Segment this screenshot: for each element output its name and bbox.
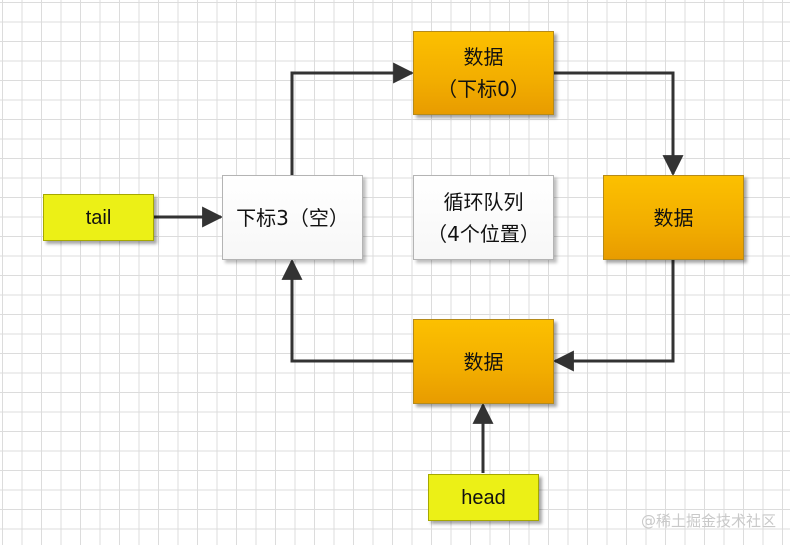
index3-empty-node: 下标3（空）: [222, 175, 363, 260]
head-pointer-label: head: [461, 486, 506, 509]
arrow-data-bottom-to-index3: [281, 258, 413, 363]
data-node-bottom-label: 数据: [463, 349, 504, 374]
data-node-top: 数据 （下标0）: [413, 31, 554, 115]
tail-pointer-label: tail: [85, 206, 112, 229]
data-node-right: 数据: [603, 175, 744, 260]
data-node-bottom: 数据: [413, 319, 554, 404]
tail-pointer: tail: [43, 194, 154, 241]
arrow-data-top-to-data-right: [553, 71, 684, 177]
head-pointer: head: [428, 474, 539, 521]
arrow-index3-to-data-top: [290, 62, 415, 176]
arrow-data-right-to-data-bottom: [552, 260, 675, 372]
data-node-top-index: （下标0）: [437, 77, 530, 101]
data-node-top-label: 数据: [463, 45, 504, 69]
queue-title-node: 循环队列 （4个位置）: [413, 175, 554, 260]
index3-empty-label: 下标3（空）: [236, 205, 349, 230]
queue-capacity: （4个位置）: [427, 221, 540, 246]
queue-title: 循环队列: [443, 189, 524, 214]
data-node-right-label: 数据: [653, 205, 694, 230]
watermark: @稀土掘金技术社区: [640, 512, 776, 530]
